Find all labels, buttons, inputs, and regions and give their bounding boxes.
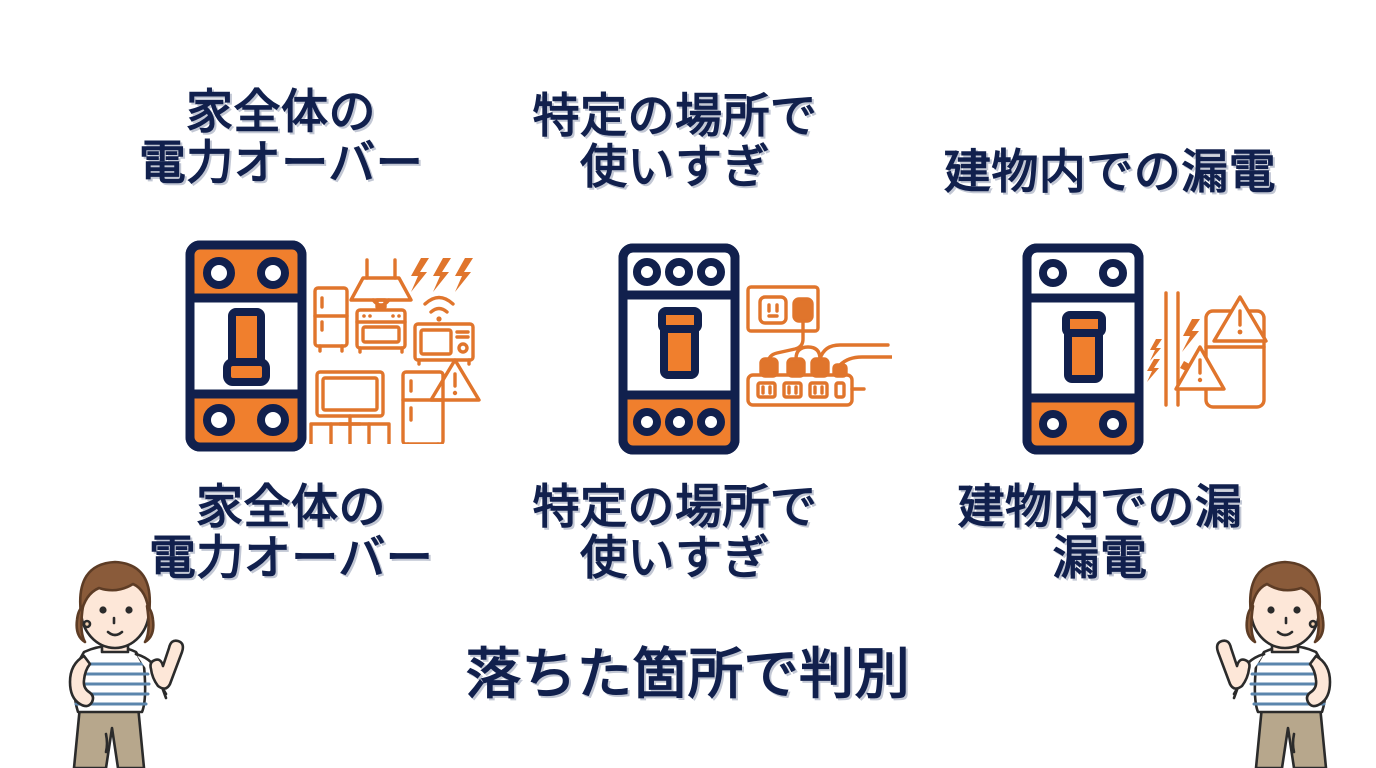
lightning-bolt-icon [411,258,473,292]
power-strip-icon [746,343,892,407]
caption-specific-place-overuse: 特定の場所で 使いすぎ [532,480,818,586]
warning-triangle-icon-2 [1174,345,1226,391]
heading-building-leakage: 建物内での漏電 [943,145,1277,200]
heading-whole-house-overload: 家全体の 電力オーバー [138,85,424,191]
page-title: 落ちた箇所で判別 [465,642,911,706]
woman-pointing-left-illustration [1215,560,1332,768]
caption-whole-house-overload: 家全体の 電力オーバー [148,480,434,586]
wall-outlet-icon [746,285,820,333]
oven-icon [355,308,407,354]
illustration-specific-place-overuse [618,243,892,455]
branch-breaker-icon [618,243,740,455]
caption-building-leakage: 建物内での漏 漏電 [957,480,1243,586]
microwave-icon [413,322,475,366]
main-breaker-icon [185,240,307,452]
range-hood-icon [349,258,413,309]
earth-leakage-breaker-icon [1022,243,1144,455]
television-icon [309,370,391,444]
wifi-icon [423,295,455,322]
warning-triangle-icon [1212,295,1268,343]
electric-leakage-cluster-icon [1147,291,1268,409]
heading-specific-place-overuse: 特定の場所で 使いすぎ [532,89,818,195]
appliance-cluster-icon [309,258,481,444]
illustration-building-leakage [1022,243,1286,455]
fridge-icon [401,370,445,444]
warning-triangle-icon [429,358,481,402]
illustration-whole-house-overload [185,240,483,452]
power-strip-cluster-icon [746,285,892,407]
woman-pointing-right-illustration [68,560,185,768]
refrigerator-icon [313,286,349,353]
